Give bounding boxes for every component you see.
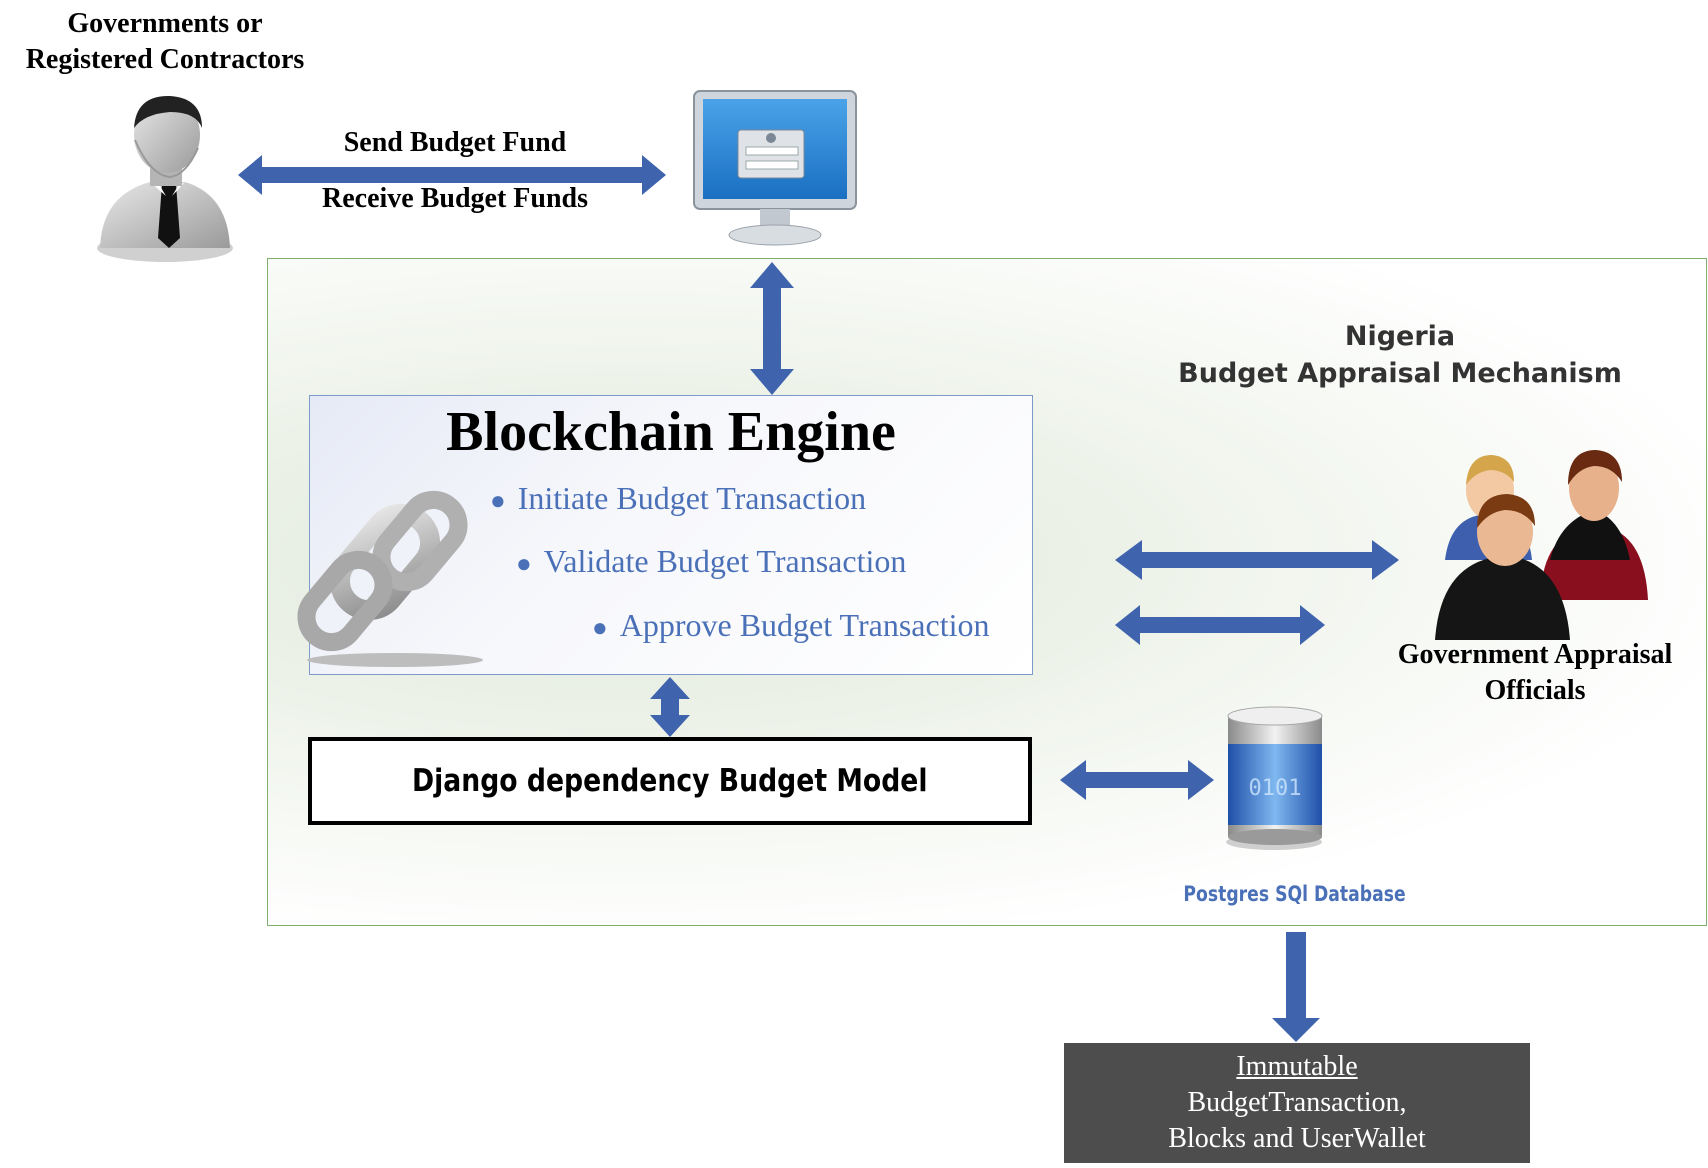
- ledger-line2: Blocks and UserWallet: [1168, 1123, 1426, 1154]
- django-budget-model-label: Django dependency Budget Model: [412, 763, 928, 799]
- engine-step-initiate: ● Initiate Budget Transaction: [490, 480, 866, 517]
- arrow-engine-officials-lower: [1115, 605, 1325, 645]
- svg-text:0101: 0101: [1249, 776, 1302, 801]
- actor-title: Governments or Registered Contractors: [0, 6, 330, 78]
- bullet-icon: ●: [490, 486, 506, 515]
- actor-title-line2: Registered Contractors: [25, 44, 305, 75]
- receive-budget-funds-label: Receive Budget Funds: [322, 183, 588, 214]
- arrows: [238, 155, 1399, 1042]
- arrow-engine-officials-upper: [1115, 540, 1399, 580]
- database-cylinder-icon: 0101: [1226, 706, 1323, 850]
- ledger-heading: Immutable: [1236, 1051, 1358, 1082]
- businessman-icon: [97, 95, 233, 262]
- frame-title-line1: Nigeria: [1344, 321, 1456, 352]
- computer-monitor-icon: [693, 90, 857, 246]
- arrow-actor-terminal: [238, 155, 666, 195]
- arrow-terminal-engine: [750, 262, 794, 395]
- engine-step-approve: ● Approve Budget Transaction: [592, 607, 989, 644]
- engine-step-label: Validate Budget Transaction: [543, 543, 907, 579]
- chain-link-icon: [297, 490, 483, 667]
- django-budget-model-box: Django dependency Budget Model: [308, 737, 1032, 825]
- engine-title: Blockchain Engine: [446, 401, 896, 463]
- officials-label: Government Appraisal Officials: [1370, 637, 1700, 709]
- bullet-icon: ●: [516, 549, 532, 578]
- database-label: Postgres SQl Database: [1150, 882, 1440, 906]
- immutable-ledger-box: Immutable BudgetTransaction, Blocks and …: [1064, 1043, 1530, 1163]
- ledger-line1: BudgetTransaction,: [1187, 1087, 1407, 1118]
- officials-label-line2: Officials: [1484, 675, 1586, 706]
- arrow-engine-model: [650, 677, 690, 737]
- database-label-text: Postgres SQl Database: [1183, 882, 1407, 906]
- actor-title-line1: Governments or: [67, 8, 263, 39]
- bullet-icon: ●: [592, 613, 608, 642]
- group-of-people-icon: [1435, 450, 1648, 640]
- arrow-model-database: [1060, 760, 1214, 800]
- engine-step-validate: ● Validate Budget Transaction: [516, 543, 906, 580]
- frame-title-line2: Budget Appraisal Mechanism: [1178, 358, 1622, 389]
- send-budget-fund-label: Send Budget Fund: [343, 127, 567, 158]
- engine-step-label: Initiate Budget Transaction: [517, 480, 867, 516]
- engine-step-label: Approve Budget Transaction: [619, 607, 990, 643]
- officials-label-line1: Government Appraisal: [1397, 639, 1673, 670]
- arrow-database-ledger: [1272, 932, 1320, 1042]
- frame-title: Nigeria Budget Appraisal Mechanism: [1150, 318, 1650, 392]
